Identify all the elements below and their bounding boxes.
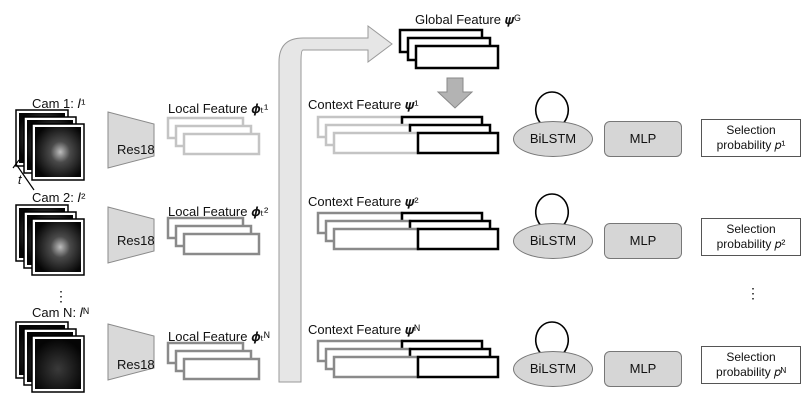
res18-encoder-2	[107, 206, 155, 264]
context-global-part-1	[416, 131, 500, 155]
mlp-block-n: MLP	[604, 351, 682, 387]
context-global-part-n	[416, 355, 500, 379]
cam-2-label: Cam 2: 𝐼²	[32, 190, 86, 205]
selection-prob-1: probability 𝑝¹	[716, 138, 786, 152]
selection-probability-box-n: Selection probability 𝑝ᴺ	[701, 346, 801, 384]
bilstm-block-1: BiLSTM	[513, 121, 593, 157]
cam-n-label: Cam N: 𝐼ᴺ	[32, 305, 89, 320]
global-feature-stack	[398, 28, 500, 70]
local-feature-label-1: Local Feature 𝝓ₜ¹	[168, 101, 269, 116]
recurrent-loop-n	[534, 321, 570, 359]
global-aggregation-arrow	[278, 25, 393, 383]
global-feature-label: Global Feature 𝝍ᴳ	[415, 12, 521, 27]
vertical-ellipsis-left: ⋮	[54, 288, 68, 304]
mlp-block-2: MLP	[604, 223, 682, 259]
camera-frame-image-1	[35, 127, 81, 177]
res18-encoder-1	[107, 111, 155, 169]
cam-1-label: Cam 1: 𝐼¹	[32, 96, 86, 111]
selection-prob-2: probability 𝑝²	[716, 237, 786, 251]
global-to-context-arrow	[436, 77, 474, 109]
selection-prob-n: probability 𝑝ᴺ	[716, 365, 786, 379]
context-feature-label-n: Context Feature 𝝍ᴺ	[308, 322, 420, 337]
selection-title-2: Selection	[726, 222, 776, 236]
context-local-part-1	[332, 131, 420, 155]
local-feature-label-n: Local Feature 𝝓ₜᴺ	[168, 329, 270, 344]
mlp-block-1: MLP	[604, 121, 682, 157]
camera-row-1	[15, 91, 570, 181]
selection-probability-box-1: Selection probability 𝑝¹	[701, 119, 801, 157]
context-feature-label-1: Context Feature 𝝍¹	[308, 97, 419, 112]
selection-probability-box-2: Selection probability 𝑝²	[701, 218, 801, 256]
camera-row-n	[15, 321, 570, 393]
res18-label-n: Res18	[117, 357, 155, 372]
selection-title-1: Selection	[726, 123, 776, 137]
recurrent-loop-1	[534, 91, 570, 129]
vertical-ellipsis-right: ⋮	[746, 285, 760, 301]
bilstm-block-2: BiLSTM	[513, 223, 593, 259]
local-feature-block-n	[182, 357, 261, 381]
camera-frame-image-2	[35, 222, 81, 272]
context-local-part-n	[332, 355, 420, 379]
bilstm-block-n: BiLSTM	[513, 351, 593, 387]
context-feature-label-2: Context Feature 𝝍²	[308, 194, 419, 209]
recurrent-loop-2	[534, 193, 570, 231]
res18-label-1: Res18	[117, 142, 155, 157]
selection-title-n: Selection	[726, 350, 776, 364]
context-global-part-2	[416, 227, 500, 251]
time-axis	[12, 159, 35, 191]
res18-encoder-n	[107, 323, 155, 381]
context-local-part-2	[332, 227, 420, 251]
camera-frame-image-n	[35, 339, 81, 389]
local-feature-block-2	[182, 232, 261, 256]
res18-label-2: Res18	[117, 233, 155, 248]
local-feature-label-2: Local Feature 𝝓ₜ²	[168, 204, 269, 219]
local-feature-block-1	[182, 132, 261, 156]
time-axis-label: 𝑡	[18, 172, 22, 187]
